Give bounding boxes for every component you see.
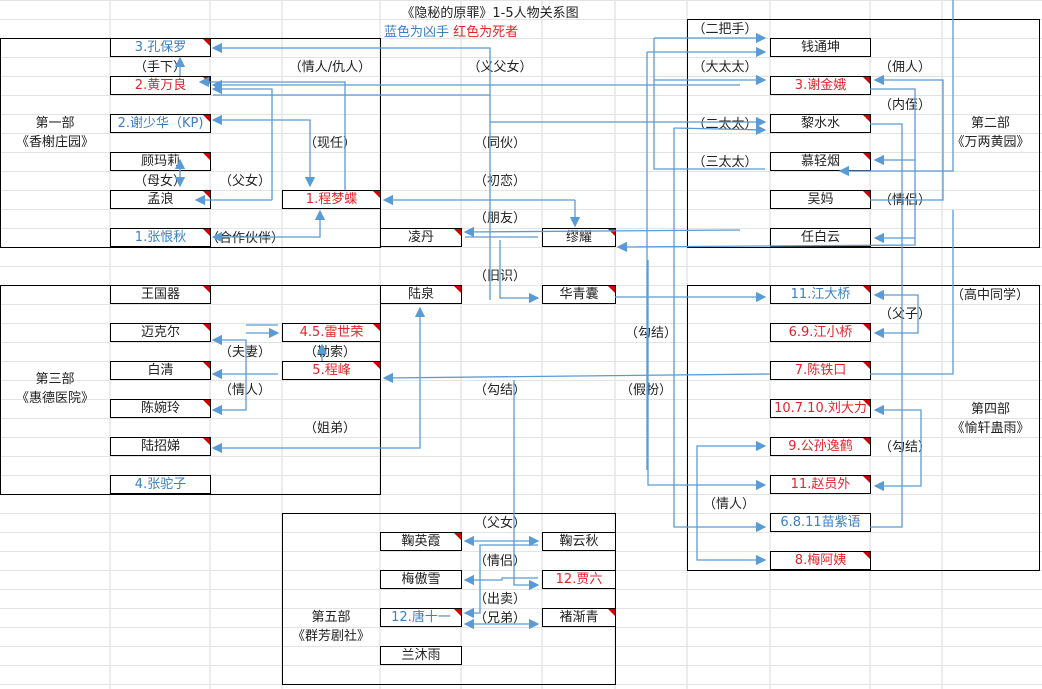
section-5-title: 第五部《群芳剧社》 xyxy=(282,608,380,646)
character-mei-ayi[interactable]: 8.梅阿姨 xyxy=(770,551,871,570)
character-bai-qing[interactable]: 白清 xyxy=(110,361,211,380)
relation-label: （兄弟） xyxy=(473,611,527,626)
section-name: 《惠德医院》 xyxy=(15,391,94,406)
character-ju-yingxia[interactable]: 鞠英霞 xyxy=(380,532,462,551)
character-lei-shirong[interactable]: 4.5.雷世荣 xyxy=(282,323,381,342)
relation-label: （大太太） xyxy=(692,60,758,75)
section-part: 第四部 xyxy=(970,402,1010,417)
section-3-title: 第三部《惠德医院》 xyxy=(0,370,110,408)
character-liu-dali[interactable]: 10.7.10.刘大力 xyxy=(770,399,871,418)
character-kong-baoluo[interactable]: 3.孔保罗 xyxy=(110,38,211,57)
character-mei-aoxue[interactable]: 梅傲雪 xyxy=(380,570,462,589)
relation-label: （情侣） xyxy=(473,554,527,569)
character-tang-shiyi[interactable]: 12.唐十一 xyxy=(380,608,462,627)
relation-label: （出卖） xyxy=(473,592,527,607)
section-part: 第二部 xyxy=(970,116,1010,131)
relation-label: （义父女） xyxy=(467,60,533,75)
relation-label: （情人） xyxy=(218,383,272,398)
section-5 xyxy=(282,513,616,685)
section-name: 《万两黄园》 xyxy=(951,135,1030,150)
relation-label: （旧识） xyxy=(473,269,527,284)
character-chen-wanling[interactable]: 陈婉玲 xyxy=(110,399,211,418)
character-maikeer[interactable]: 迈克尔 xyxy=(110,323,211,342)
relation-label: （假扮） xyxy=(619,383,673,398)
character-gongsun-yihe[interactable]: 9.公孙逸鹤 xyxy=(770,437,871,456)
section-1-title: 第一部《香榭庄园》 xyxy=(0,114,110,152)
character-lan-muyu[interactable]: 兰沐雨 xyxy=(380,646,462,665)
character-ren-baiyun[interactable]: 任白云 xyxy=(770,228,871,247)
section-4-title: 第四部《愉轩蛊雨》 xyxy=(942,400,1039,438)
legend-victim: 红色为死者 xyxy=(453,25,519,40)
relation-label: （二太太） xyxy=(692,117,758,132)
character-lu-quan[interactable]: 陆泉 xyxy=(380,285,462,304)
relation-label: （二把手） xyxy=(692,22,758,37)
relation-label: （三太太） xyxy=(692,155,758,170)
relation-label: （情人/仇人） xyxy=(288,60,372,75)
section-name: 《愉轩蛊雨》 xyxy=(951,421,1030,436)
relation-label: （初恋） xyxy=(473,174,527,189)
character-cheng-mengdie[interactable]: 1.程梦蝶 xyxy=(282,190,381,209)
character-miao-yao[interactable]: 缪耀 xyxy=(542,228,616,247)
relation-label: （手下） xyxy=(133,60,187,75)
relation-label: （夫妻） xyxy=(218,345,272,360)
character-xie-shaohua[interactable]: 2.谢少华（KP) xyxy=(110,114,211,133)
character-zhang-tuozi[interactable]: 4.张驼子 xyxy=(110,475,211,494)
character-gu-mali[interactable]: 顾玛莉 xyxy=(110,152,211,171)
relation-label: （父子） xyxy=(878,307,932,322)
color-legend: 蓝色为凶手 红色为死者 xyxy=(384,21,518,40)
character-huang-wanliang[interactable]: 2.黄万良 xyxy=(110,76,211,95)
character-jiang-xiaoqiao[interactable]: 6.9.江小桥 xyxy=(770,323,871,342)
relation-label: （勾结） xyxy=(473,383,527,398)
character-chu-jianqing[interactable]: 褚渐青 xyxy=(542,608,616,627)
relation-label: （内侄） xyxy=(878,98,932,113)
relation-label: （高中同学） xyxy=(950,288,1030,303)
relation-label: （勾结） xyxy=(624,326,678,341)
relation-label: （现任） xyxy=(303,136,357,151)
legend-killer: 蓝色为凶手 xyxy=(384,25,450,40)
character-jiang-daqiao[interactable]: 11.江大桥 xyxy=(770,285,871,304)
character-wang-guoqi[interactable]: 王国器 xyxy=(110,285,211,304)
relation-label: （佣人） xyxy=(878,60,932,75)
character-mu-qingyan[interactable]: 慕轻烟 xyxy=(770,152,871,171)
section-2-title: 第二部《万两黄园》 xyxy=(942,114,1039,152)
section-part: 第三部 xyxy=(35,372,75,387)
character-chen-tiekou[interactable]: 7.陈铁口 xyxy=(770,361,871,380)
character-xie-jine[interactable]: 3.谢金娥 xyxy=(770,76,871,95)
character-ling-dan[interactable]: 凌丹 xyxy=(380,228,462,247)
relation-label: （母女） xyxy=(133,174,187,189)
character-wu-ma[interactable]: 吴妈 xyxy=(770,190,871,209)
relation-label: （勒索） xyxy=(303,345,357,360)
section-part: 第一部 xyxy=(35,116,75,131)
relation-label: （情人） xyxy=(702,497,756,512)
character-hua-qingnang[interactable]: 华青囊 xyxy=(542,285,616,304)
section-name: 《香榭庄园》 xyxy=(15,135,94,150)
relation-label: （合作伙伴） xyxy=(205,231,285,246)
character-meng-lang[interactable]: 孟浪 xyxy=(110,190,211,209)
relation-label: （情侣） xyxy=(878,193,932,208)
character-zhao-yuanwai[interactable]: 11.赵员外 xyxy=(770,475,871,494)
character-cheng-feng[interactable]: 5.程峰 xyxy=(282,361,381,380)
character-lu-zhaodi[interactable]: 陆招娣 xyxy=(110,437,211,456)
relation-label: （勾结） xyxy=(878,440,932,455)
relation-label: （父女） xyxy=(473,516,527,531)
character-jia-liu[interactable]: 12.贾六 xyxy=(542,570,616,589)
character-zhang-henqiu[interactable]: 1.张恨秋 xyxy=(110,228,211,247)
diagram-title: 《隐秘的原罪》1-5人物关系图 xyxy=(401,6,579,21)
relation-label: （姐弟） xyxy=(303,421,357,436)
relation-label: （同伙） xyxy=(473,136,527,151)
character-ju-yunqiu[interactable]: 鞠云秋 xyxy=(542,532,616,551)
relation-label: （朋友） xyxy=(473,211,527,226)
character-qian-tongkun[interactable]: 钱通坤 xyxy=(770,38,871,57)
character-miao-ziyu[interactable]: 6.8.11苗紫语 xyxy=(770,513,871,532)
section-part: 第五部 xyxy=(311,610,351,625)
character-li-shuishui[interactable]: 黎水水 xyxy=(770,114,871,133)
relation-label: （父女） xyxy=(218,174,272,189)
section-name: 《群芳剧社》 xyxy=(291,629,370,644)
